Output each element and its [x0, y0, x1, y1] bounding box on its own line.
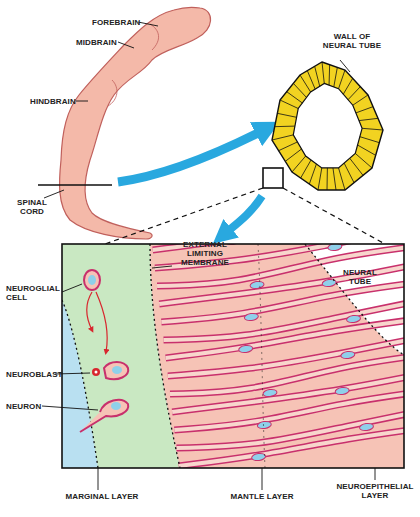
neuroglial-cell	[84, 270, 100, 290]
neuroblast	[104, 362, 128, 379]
tube-cross-section	[272, 62, 383, 190]
neuron	[80, 400, 128, 432]
section-arrow	[118, 128, 268, 182]
zoom-guide	[105, 188, 263, 244]
part-label: MARGINAL LAYER	[62, 492, 142, 501]
embryonic-brain	[60, 7, 211, 239]
part-label: NEURON	[6, 402, 46, 411]
leader-lines	[42, 22, 375, 490]
part-label: WALL OF NEURAL TUBE	[322, 32, 382, 50]
part-label: SPINAL CORD	[12, 198, 52, 216]
inset-frame	[62, 244, 404, 468]
part-label: NEUROBLAST	[6, 370, 56, 379]
part-label: EXTERNAL LIMITING MEMBRANE	[170, 240, 240, 267]
inset-detail	[62, 244, 404, 468]
part-label: NEUROEPITHELIAL LAYER	[335, 482, 415, 500]
brain-fold	[108, 24, 159, 106]
part-label: NEUROGLIAL CELL	[6, 284, 62, 302]
zoom-guide	[283, 188, 385, 244]
part-label: MIDBRAIN	[76, 38, 118, 47]
neuroblast-dot	[92, 368, 100, 376]
part-label: FOREBRAIN	[92, 18, 138, 27]
part-label: NEURAL TUBE	[335, 268, 385, 286]
part-label: HINDBRAIN	[30, 97, 76, 106]
part-label: MANTLE LAYER	[222, 492, 302, 501]
zoom-arrow	[222, 196, 262, 236]
zoom-square	[263, 168, 283, 188]
section-line	[38, 184, 112, 186]
